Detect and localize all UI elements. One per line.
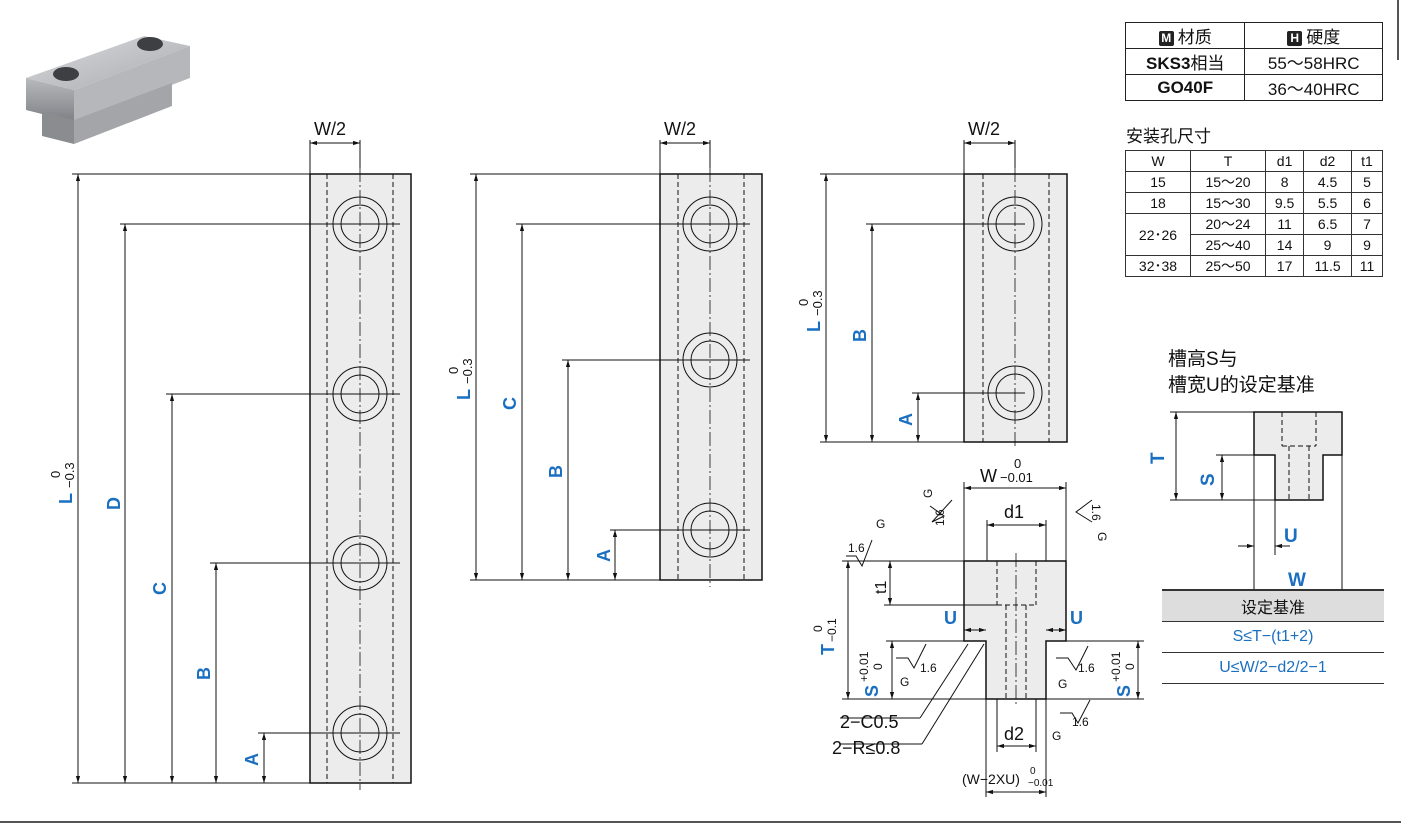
mount-table-title: 安装孔尺寸: [1126, 127, 1211, 146]
setting-title-line2: 槽宽U的设定基准: [1168, 375, 1315, 396]
section-U-label-right: U: [1070, 608, 1083, 628]
dim-B-label-3: B: [850, 329, 870, 342]
dim-L-label-1: L: [56, 493, 76, 504]
roughness-value-5: 1.6: [1078, 661, 1095, 675]
tol-L-lower-1: −0.3: [62, 462, 77, 488]
dim-L-label-3: L: [804, 321, 824, 332]
section-S-tol-upper-right: +0.01: [1109, 651, 1123, 682]
w-half-label-2: W/2: [664, 119, 696, 139]
section-T-tol-lower: −0.1: [825, 618, 839, 642]
finish-mark-1: G: [876, 517, 885, 531]
tol-L-lower-2: −0.3: [460, 358, 475, 384]
roughness-value-6: 1.6: [1072, 715, 1089, 729]
section-S-tol-lower-left: 0: [871, 663, 885, 670]
setting-S-label: S: [1198, 473, 1219, 486]
section-t1-label: t1: [873, 581, 890, 594]
section-T-label: T: [818, 644, 838, 655]
w-half-label-3: W/2: [968, 119, 1000, 139]
w-half-label-1: W/2: [314, 119, 346, 139]
col-header-t1: t1: [1350, 150, 1384, 172]
tol-L-upper-2: 0: [446, 367, 461, 374]
section-S-label-right: S: [1114, 685, 1134, 697]
dim-A-label-3: A: [896, 413, 916, 426]
section-W-label: W: [980, 466, 997, 486]
section-d2-label: d2: [1004, 724, 1024, 744]
hardness-cell: 36～40HRC: [1244, 74, 1383, 101]
section-bottom-label: (W−2XU): [962, 771, 1020, 787]
section-S-tol-upper-left: +0.01: [857, 651, 871, 682]
material-cell: SKS3相当: [1124, 48, 1246, 75]
section-bottom-tol-lower: −0.01: [1028, 778, 1054, 789]
dim-A-label-2: A: [594, 549, 614, 562]
table-row: S≤T−(t1+2): [1162, 621, 1384, 653]
section-S-tol-lower-right: 0: [1123, 663, 1137, 670]
dim-B-label-1: B: [194, 667, 214, 680]
finish-mark-4: G: [900, 675, 909, 689]
dim-D-label-1: D: [104, 497, 124, 510]
section-U-label-left: U: [944, 608, 957, 628]
dim-L-label-2: L: [454, 389, 474, 400]
tol-L-upper-3: 0: [796, 299, 811, 306]
finish-mark-2: G: [921, 489, 935, 498]
dim-B-label-2: B: [546, 465, 566, 478]
col-header-W: W: [1125, 150, 1191, 172]
product-photo: [26, 36, 190, 144]
setting-rule-U: U≤W/2−d2/2−1: [1162, 652, 1384, 684]
section-d1-label: d1: [1004, 502, 1024, 522]
roughness-value-4: 1.6: [920, 661, 937, 675]
finish-mark-3: G: [1095, 532, 1109, 541]
col-header-d1: d1: [1265, 150, 1305, 172]
finish-mark-5: G: [1058, 677, 1067, 691]
section-S-label-left: S: [862, 685, 882, 697]
section-T-tol-upper: 0: [811, 625, 825, 632]
section-radius-label: 2−R≤0.8: [832, 738, 900, 758]
roughness-value-2: 1.6: [933, 509, 947, 526]
tol-L-upper-1: 0: [48, 471, 63, 478]
material-cell: GO40F: [1124, 74, 1246, 101]
dim-C-label-2: C: [500, 397, 520, 410]
table-row: GO40F 36～40HRC: [1124, 74, 1383, 101]
setting-reference-table: 设定基准 S≤T−(t1+2) U≤W/2−d2/2−1: [1162, 589, 1384, 684]
hardness-badge-icon: H: [1287, 31, 1303, 46]
tol-L-lower-3: −0.3: [810, 290, 825, 316]
setting-U-label: U: [1284, 526, 1298, 547]
finish-mark-6: G: [1052, 729, 1061, 743]
setting-title-line1: 槽高S与: [1168, 349, 1238, 370]
roughness-value-3: 1.6: [1089, 504, 1103, 521]
dim-A-label-1: A: [242, 753, 262, 766]
section-W-tol-upper: 0: [1014, 456, 1021, 471]
setting-rule-S: S≤T−(t1+2): [1162, 621, 1384, 653]
section-W-tol-lower: −0.01: [1000, 470, 1033, 485]
setting-T-label: T: [1148, 452, 1169, 464]
table-row: U≤W/2−d2/2−1: [1162, 652, 1384, 684]
col-header-T: T: [1189, 150, 1267, 172]
section-chamfer-label: 2−C0.5: [840, 712, 899, 732]
setting-table-header: 设定基准: [1162, 589, 1384, 622]
setting-W-label: W: [1288, 570, 1306, 591]
dim-C-label-1: C: [150, 582, 170, 595]
col-header-d2: d2: [1303, 150, 1352, 172]
table-row: SKS3相当 55～58HRC: [1124, 48, 1383, 75]
material-badge-icon: M: [1158, 31, 1174, 46]
roughness-value-1: 1.6: [848, 541, 865, 555]
section-bottom-tol-upper: 0: [1030, 766, 1036, 777]
hardness-cell: 55～58HRC: [1244, 48, 1383, 75]
